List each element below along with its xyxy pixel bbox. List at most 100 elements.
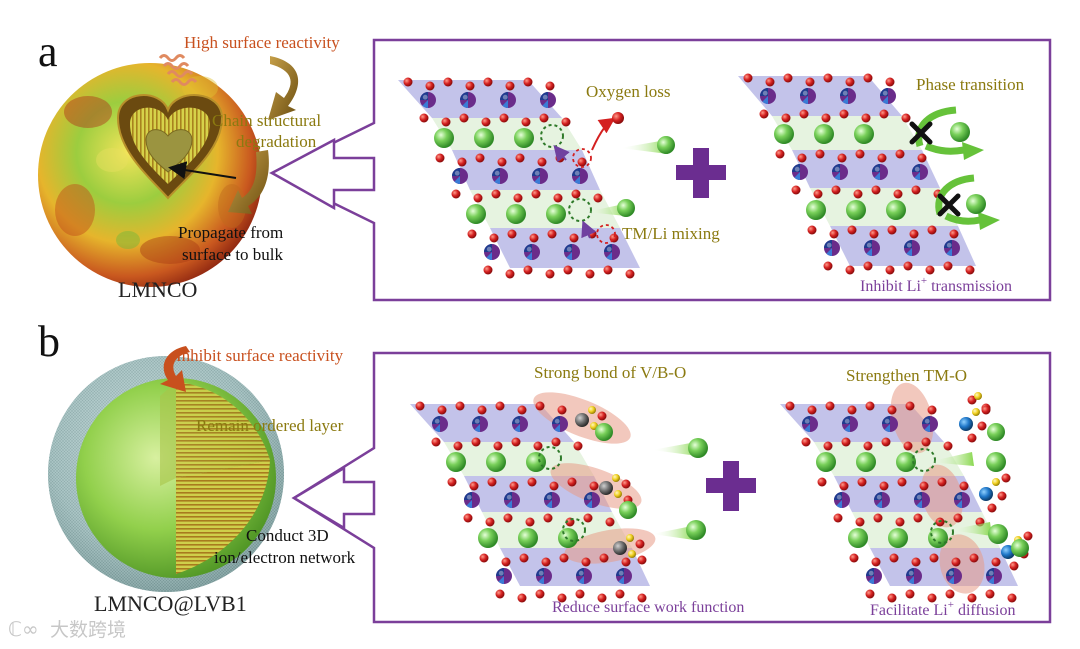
li-atom <box>506 204 526 224</box>
tm-atom <box>484 244 500 260</box>
oxygen-atom <box>505 81 515 91</box>
tm-atom <box>914 492 930 508</box>
oxygen-atom <box>467 229 477 239</box>
tm-li-mixing-label: TM/Li mixing <box>622 224 720 243</box>
callout-arrow-icon <box>291 465 376 531</box>
curved-arrow-icon <box>268 56 299 120</box>
oxygen-atom <box>577 157 587 167</box>
watermark: ℂ∞ 大数跨境 <box>8 617 126 641</box>
oxygen-atom <box>855 517 865 527</box>
plus-icon <box>676 148 726 198</box>
oxygen-atom <box>887 225 897 235</box>
oxygen-atom <box>919 481 929 491</box>
oxygen-atom <box>895 517 905 527</box>
oxygen-atom <box>573 441 583 451</box>
tm-atom <box>500 92 516 108</box>
v-atom <box>613 541 627 555</box>
li-vacancy-icon <box>568 198 592 222</box>
oxygen-atom <box>959 481 969 491</box>
oxygen-loss-label: Oxygen loss <box>586 82 671 101</box>
oxygen-atom <box>543 513 553 523</box>
oxygen-atom <box>507 229 517 239</box>
oxygen-atom <box>489 233 499 243</box>
oxygen-atom <box>569 233 579 243</box>
lmnco-lvb1-particle <box>48 356 284 592</box>
oxygen-atom <box>599 553 609 563</box>
oxygen-atom <box>829 229 839 239</box>
phase-transition-label: Phase transition <box>916 75 1025 94</box>
oxygen-atom <box>511 437 521 447</box>
oxygen-atom <box>563 265 573 275</box>
tm-atom <box>866 568 882 584</box>
oxygen-atom <box>615 589 625 599</box>
oxygen-atom <box>597 593 607 603</box>
crystal-b-right <box>780 382 1033 603</box>
oxygen-atom <box>885 265 895 275</box>
oxygen-atom <box>637 593 647 603</box>
oxygen-atom <box>759 109 769 119</box>
oxygen-atom <box>903 261 913 271</box>
li-vacancy-icon <box>538 446 562 470</box>
oxygen-atom <box>847 405 857 415</box>
oxygen-atom <box>583 513 593 523</box>
tm-atom <box>842 416 858 432</box>
oxygen-atom <box>475 153 485 163</box>
oxygen-atom <box>953 513 963 523</box>
oxygen-atom <box>969 553 979 563</box>
oxygen-atom <box>581 557 591 567</box>
oxygen-atom <box>557 405 567 415</box>
oxygen-atom <box>463 513 473 523</box>
b-atom <box>628 550 636 558</box>
tm-atom <box>840 88 856 104</box>
tm-atom <box>460 92 476 108</box>
oxygen-atom <box>541 557 551 567</box>
oxygen-atom <box>797 153 807 163</box>
crystal-a-right <box>738 73 1000 275</box>
tm-atom <box>904 240 920 256</box>
oxygen-atom <box>967 433 977 443</box>
conduct-network-label: Conduct 3D <box>246 526 329 545</box>
tm-atom <box>544 492 560 508</box>
tm-atom <box>954 492 970 508</box>
oxygen-atom <box>625 269 635 279</box>
oxygen-atom <box>539 113 549 123</box>
oxygen-atom <box>447 477 457 487</box>
oxygen-atom <box>575 589 585 599</box>
released-oxygen-atom <box>612 112 624 124</box>
chain-degradation-label: Chain structural <box>212 111 321 130</box>
oxygen-atom <box>801 437 811 447</box>
oxygen-atom <box>821 113 831 123</box>
oxygen-atom <box>561 117 571 127</box>
reduce-work-function-label: Reduce surface work function <box>552 599 744 616</box>
oxygen-atom <box>435 153 445 163</box>
oxygen-atom <box>887 593 897 603</box>
oxygen-atom <box>861 113 871 123</box>
oxygen-atom <box>967 395 977 405</box>
oxygen-atom <box>885 77 895 87</box>
oxygen-atom <box>465 81 475 91</box>
oxygen-atom <box>531 189 541 199</box>
oxygen-atom <box>863 261 873 271</box>
li-atom <box>846 200 866 220</box>
b-atom <box>974 392 982 400</box>
oxygen-atom <box>791 185 801 195</box>
tm-atom <box>834 492 850 508</box>
oxygen-atom <box>495 401 505 411</box>
li-vacancy-icon <box>912 448 936 472</box>
oxygen-atom <box>1001 473 1011 483</box>
tm-atom <box>512 416 528 432</box>
oxygen-atom <box>925 265 935 275</box>
oxygen-atom <box>903 441 913 451</box>
escaping-li-atom <box>617 199 635 217</box>
oxygen-atom <box>605 517 615 527</box>
b-atom <box>992 478 1000 486</box>
oxygen-atom <box>881 437 891 447</box>
oxygen-atom <box>927 593 937 603</box>
tm-atom <box>420 92 436 108</box>
oxygen-atom <box>977 421 987 431</box>
oxygen-atom <box>495 589 505 599</box>
tm-atom <box>880 88 896 104</box>
strengthen-tm-o-label: Strengthen TM-O <box>846 366 967 385</box>
oxygen-atom <box>981 405 991 415</box>
